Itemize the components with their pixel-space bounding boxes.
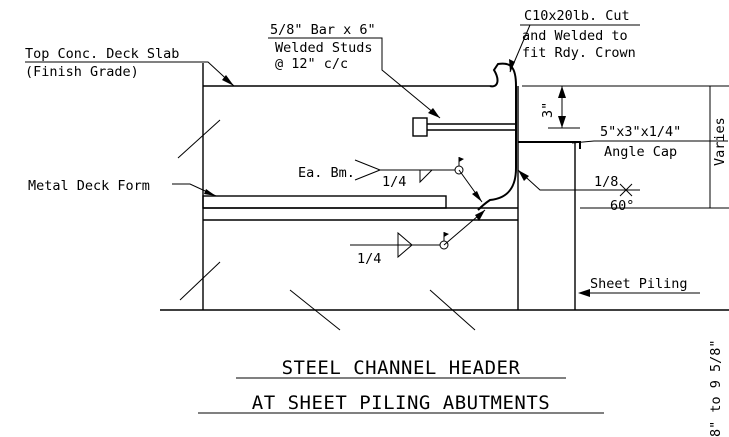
channel-label-1: C10x20lb. Cut — [524, 8, 630, 24]
title-line-2: AT SHEET PILING ABUTMENTS — [252, 392, 550, 414]
sheet-piling-label: Sheet Piling — [590, 276, 688, 292]
weld-top-flag-fill — [459, 157, 464, 162]
arrowhead — [578, 289, 590, 297]
arrowhead — [558, 86, 566, 98]
hatch-mark — [179, 261, 221, 301]
weld-bottom-size: 1/4 — [357, 251, 381, 267]
studs-label-2: Welded Studs — [275, 40, 373, 56]
labels: Top Conc. Deck Slab (Finish Grade) 5/8" … — [25, 8, 728, 437]
metal-deck-label: Metal Deck Form — [28, 178, 150, 194]
angle-cap — [518, 141, 581, 149]
deck-slab-label-2: (Finish Grade) — [25, 64, 139, 80]
dim-3in-label: 3" — [540, 102, 556, 118]
hatch-mark — [289, 289, 341, 331]
weld-bottom-fillet — [397, 231, 413, 259]
studs-label-3: @ 12" c/c — [275, 56, 348, 72]
weld-top-tail — [354, 169, 381, 181]
weld-right-size: 1/8 — [594, 174, 618, 190]
steel-channel — [477, 62, 517, 211]
angle-label-1: 5"x3"x1/4" — [600, 124, 681, 140]
arrowhead — [475, 210, 485, 221]
arrowhead — [222, 75, 234, 86]
arrowhead — [518, 170, 529, 181]
studs-label-1: 5/8" Bar x 6" — [270, 22, 376, 38]
weld-bottom-flag-fill — [444, 232, 449, 237]
hatch-mark — [429, 289, 476, 331]
shear-stud-head — [412, 117, 428, 137]
title-line-1: STEEL CHANNEL HEADER — [282, 357, 521, 379]
arrowhead — [558, 116, 566, 128]
arrowhead — [428, 108, 440, 118]
deck-slab-label-1: Top Conc. Deck Slab — [25, 46, 179, 62]
metal-deck-form — [202, 195, 447, 209]
channel-label-3: fit Rdy. Crown — [522, 45, 636, 61]
arrowhead — [204, 189, 216, 196]
hatch-mark — [177, 119, 221, 159]
weld-right-angle: 60° — [610, 198, 634, 214]
channel-label-2: and Welded to — [522, 28, 628, 44]
pile-range-label: 8" to 9 5/8" — [708, 339, 724, 437]
angle-leader — [571, 140, 728, 144]
arrowhead — [472, 191, 482, 202]
studs-leader — [268, 37, 441, 119]
arrowhead — [509, 59, 515, 72]
weld-top-fillet — [419, 169, 434, 184]
weld-right-reference — [517, 169, 640, 191]
angle-label-2: Angle Cap — [604, 144, 677, 160]
ea-bm-label: Ea. Bm. — [298, 165, 355, 181]
weld-top-reference — [354, 159, 455, 171]
weld-top-size: 1/4 — [382, 174, 406, 190]
leader-lines — [25, 24, 728, 414]
varies-label: Varies — [712, 117, 728, 166]
weld-right-x2 — [619, 183, 633, 197]
structure-linework — [160, 62, 729, 331]
